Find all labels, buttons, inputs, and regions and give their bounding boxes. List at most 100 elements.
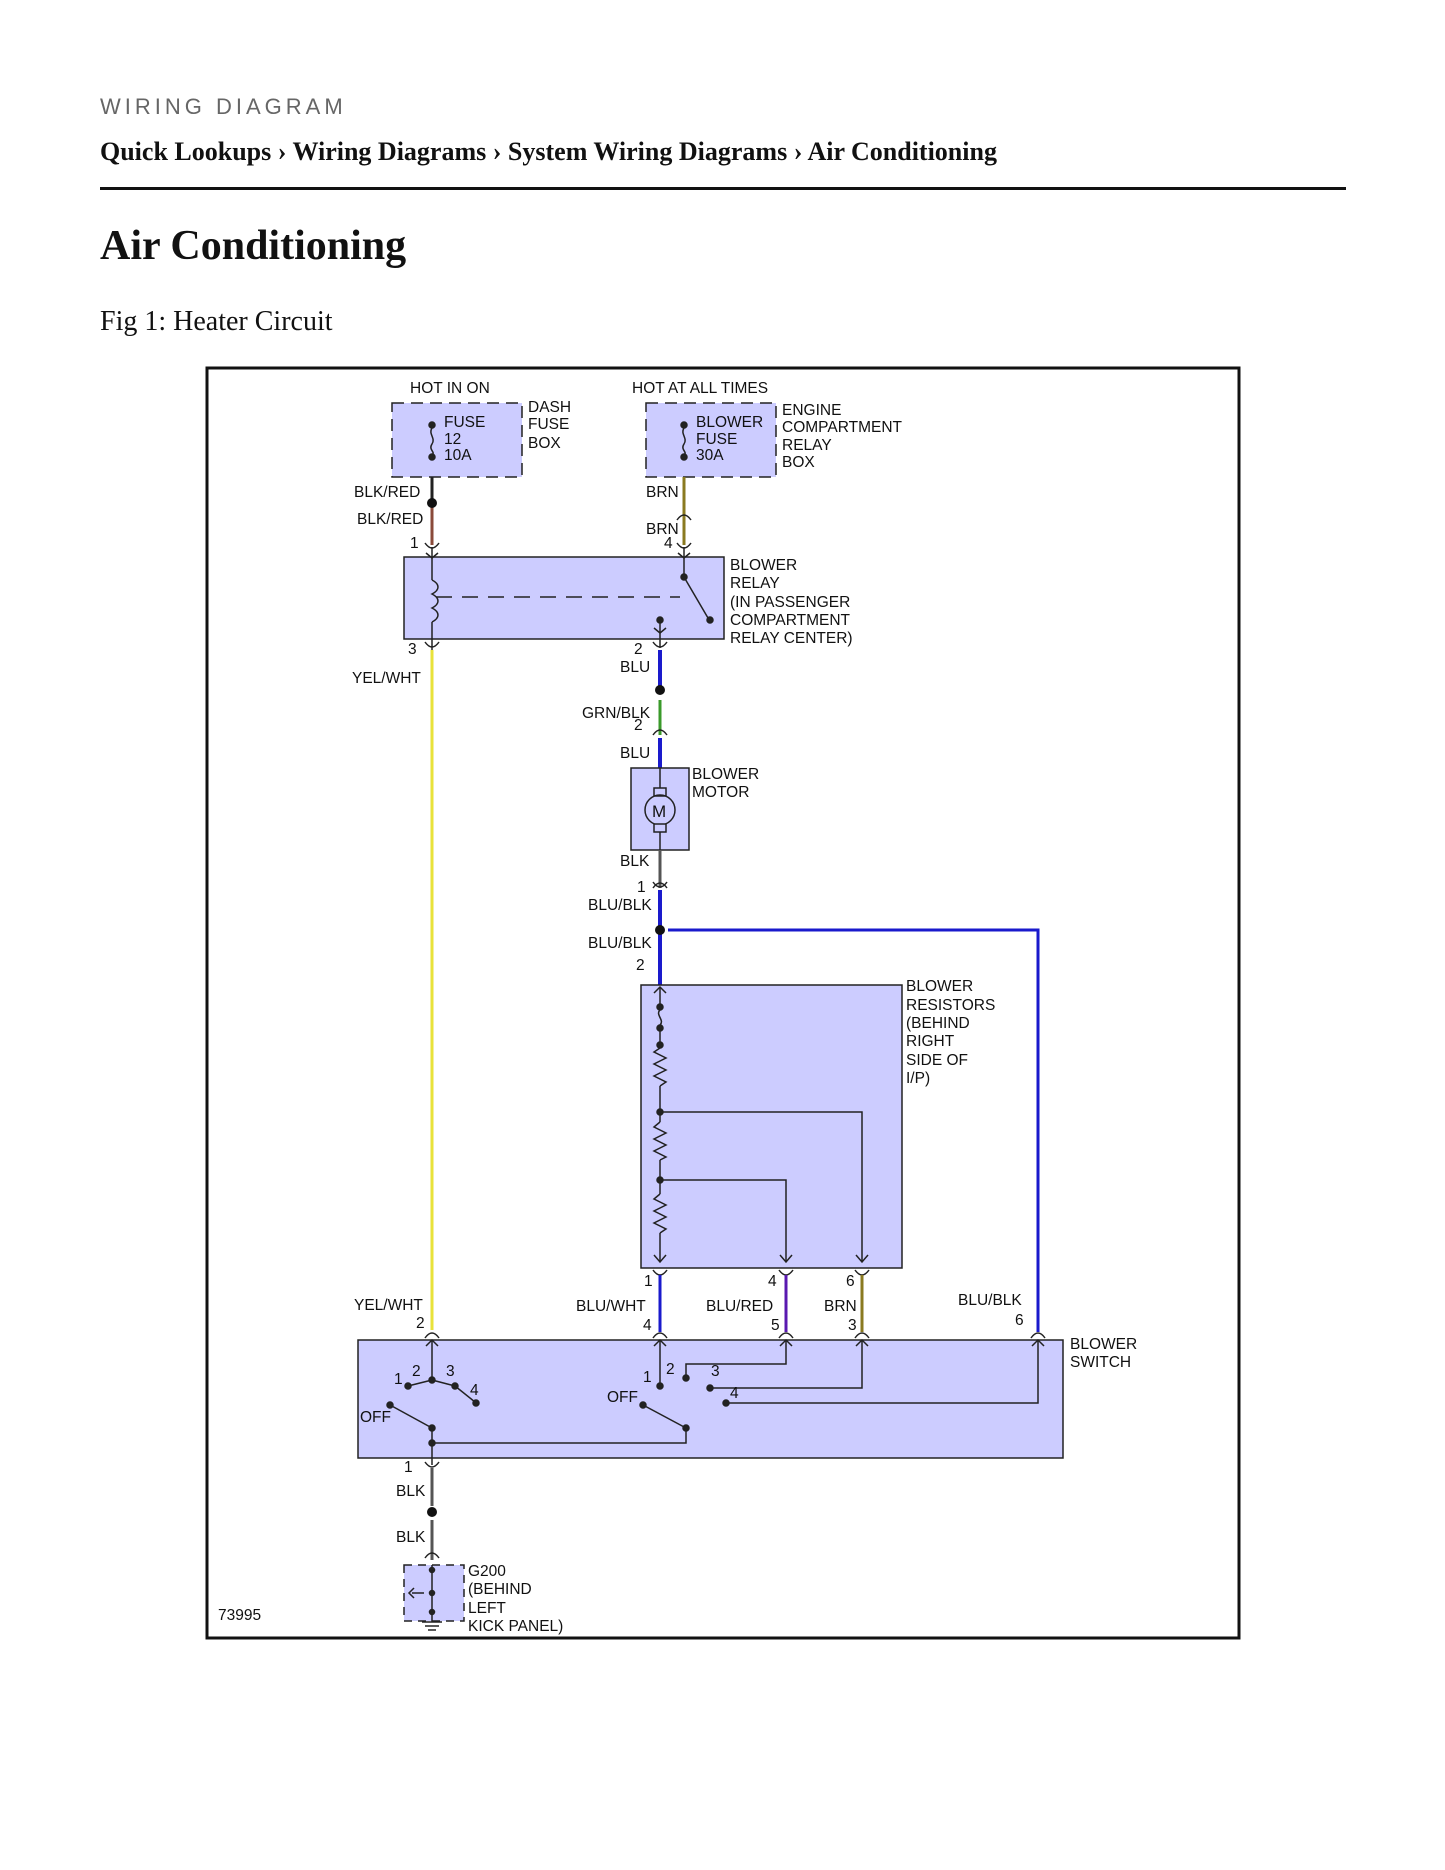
label-blower-resistors-line2: RESISTORS	[906, 997, 995, 1014]
label-ground-line2: (BEHIND	[468, 1581, 532, 1598]
label-blower-resistors-line5: SIDE OF	[906, 1052, 968, 1069]
label-hot-at-all-times: HOT AT ALL TIMES	[632, 380, 768, 397]
wire-label-yel-wht-1: YEL/WHT	[352, 670, 421, 687]
relay-pin2-connector	[652, 641, 668, 648]
splice-blk	[427, 1507, 437, 1517]
relay-switch-symbol	[653, 547, 714, 648]
connector-sw-6	[1030, 1332, 1046, 1339]
relay-pin3-connector	[424, 641, 440, 648]
breadcrumb-item-system-wiring-diagrams[interactable]: System Wiring Diagrams	[507, 137, 788, 166]
connector-brn	[676, 514, 692, 521]
switch-left-pos-1: 1	[394, 1371, 403, 1388]
switch-right-pos-3: 3	[711, 1363, 720, 1380]
wire-label-blk-3: BLK	[396, 1529, 426, 1546]
pin-sw-3: 3	[848, 1317, 857, 1334]
wire-label-yel-wht-2: YEL/WHT	[354, 1297, 423, 1314]
pin-res-2: 2	[636, 957, 645, 974]
relay-pin1-connector	[424, 542, 440, 549]
pin-motor-2: 2	[634, 717, 643, 734]
label-blower-resistors-line4: RIGHT	[906, 1033, 955, 1050]
splice-blu	[655, 685, 665, 695]
wire-label-grn-blk: GRN/BLK	[582, 705, 651, 722]
switch-left-off: OFF	[360, 1409, 391, 1426]
label-engine-relay-box-line2: COMPARTMENT	[782, 419, 903, 436]
pin-relay-2: 2	[634, 641, 643, 658]
breadcrumb-separator: ›	[277, 137, 287, 166]
figure-caption: Fig 1: Heater Circuit	[100, 306, 333, 337]
label-hot-in-on: HOT IN ON	[410, 380, 490, 397]
connector-motor-1	[652, 881, 668, 888]
wire-label-blu-blk-2: BLU/BLK	[588, 935, 652, 952]
label-blower-relay-line3: (IN PASSENGER	[730, 594, 850, 611]
breadcrumb-separator: ›	[492, 137, 502, 166]
pin-res-4: 4	[768, 1273, 777, 1290]
pin-relay-3: 3	[408, 641, 417, 658]
blower-switch-box	[357, 1339, 1064, 1459]
breadcrumb-separator: ›	[793, 137, 803, 166]
blower-relay-box	[403, 556, 725, 640]
pin-motor-1: 1	[637, 879, 646, 896]
label-dash-fuse-box-line2: FUSE	[528, 416, 569, 433]
connector-res-6	[854, 1269, 870, 1276]
switch-left-pos-2: 2	[412, 1363, 421, 1380]
relay-pin4-connector	[676, 542, 692, 549]
label-blower-switch-line1: BLOWER	[1070, 1336, 1137, 1353]
wire-label-blk-red-2: BLK/RED	[357, 511, 423, 528]
wire-blu-blk-bypass	[668, 928, 1040, 1332]
label-fuse-12-line1: FUSE	[444, 414, 485, 431]
label-ground-line1: G200	[468, 1563, 506, 1580]
pin-relay-4: 4	[664, 535, 673, 552]
connector-sw-1	[424, 1461, 440, 1468]
dash-fuse-box	[391, 402, 523, 478]
label-blower-fuse-line3: 30A	[696, 447, 724, 464]
connector-motor-1b	[652, 882, 668, 889]
switch-right-pos-1: 1	[643, 1369, 652, 1386]
blower-fuse-symbol	[680, 421, 688, 461]
label-engine-relay-box-line4: BOX	[782, 454, 815, 471]
switch-left-pos-4: 4	[470, 1382, 479, 1399]
wire-label-blk-1: BLK	[620, 853, 650, 870]
connector-res-1	[652, 1269, 668, 1276]
wire-label-blk-2: BLK	[396, 1483, 426, 1500]
pin-sw-4: 4	[643, 1317, 652, 1334]
diagram-frame	[205, 366, 1241, 1640]
connector-sw-5	[778, 1332, 794, 1339]
connector-res-4	[778, 1269, 794, 1276]
wire-label-brn-1: BRN	[646, 484, 679, 501]
wire-label-blk-red-1: BLK/RED	[354, 484, 420, 501]
label-blower-motor-line1: BLOWER	[692, 766, 759, 783]
splice-blk-red	[427, 498, 437, 508]
wire-label-blu-1: BLU	[620, 659, 650, 676]
pin-sw-6: 6	[1015, 1312, 1024, 1329]
motor-m-label: M	[652, 802, 666, 821]
switch-right-off: OFF	[607, 1389, 638, 1406]
connector-sw-2	[424, 1332, 440, 1339]
label-blower-relay-line1: BLOWER	[730, 557, 797, 574]
switch-left-contacts	[386, 1338, 687, 1465]
document-kicker: WIRING DIAGRAM	[100, 94, 347, 119]
switch-right-contacts	[639, 1338, 1045, 1432]
breadcrumb-item-air-conditioning[interactable]: Air Conditioning	[807, 137, 997, 166]
label-blower-switch-line2: SWITCH	[1070, 1354, 1131, 1371]
breadcrumb-item-wiring-diagrams[interactable]: Wiring Diagrams	[292, 137, 487, 166]
breadcrumb-item-quick-lookups[interactable]: Quick Lookups	[100, 137, 272, 166]
pin-res-1: 1	[644, 1273, 653, 1290]
label-blower-relay-line2: RELAY	[730, 575, 780, 592]
breadcrumb: Quick Lookups › Wiring Diagrams › System…	[100, 137, 997, 167]
wire-label-blu-red: BLU/RED	[706, 1298, 773, 1315]
label-dash-fuse-box-line3: BOX	[528, 435, 561, 452]
wire-label-blu-2: BLU	[620, 745, 650, 762]
label-engine-relay-box-line3: RELAY	[782, 437, 832, 454]
pin-res-6: 6	[846, 1273, 855, 1290]
blower-fuse-box	[645, 402, 777, 478]
splice-blu-blk	[655, 925, 665, 935]
ground-icon	[407, 1565, 442, 1631]
label-fuse-12-line2: 12	[444, 431, 461, 448]
wire-label-brn-3: BRN	[824, 1298, 857, 1315]
pin-sw-1: 1	[404, 1459, 413, 1476]
label-blower-relay-line5: RELAY CENTER)	[730, 630, 853, 647]
wire-label-blu-blk-1: BLU/BLK	[588, 897, 652, 914]
label-blower-fuse-line1: BLOWER	[696, 414, 763, 431]
label-blower-resistors-line3: (BEHIND	[906, 1015, 970, 1032]
